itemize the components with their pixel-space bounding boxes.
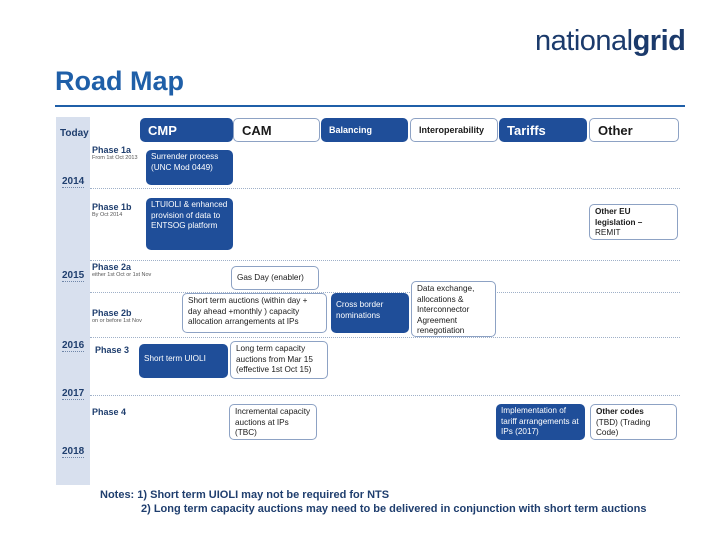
timeline-year-2017: 2017 (62, 388, 85, 400)
footnotes: Notes: 1) Short term UIOLI may not be re… (100, 488, 646, 516)
other-eu-legislation-remit: REMIT (595, 228, 621, 237)
data-exchange-box: Data exchange, allocations & Interconnec… (411, 281, 496, 337)
other-codes-box: Other codes(TBD) (Trading Code) (590, 404, 677, 440)
phase-3: Phase 3 (95, 345, 129, 355)
logo-text-national: national (535, 25, 633, 57)
long-term-auctions-box: Long term capacity auctions from Mar 15 … (230, 341, 328, 379)
other-eu-legislation-box: Other EU legislation –REMIT (589, 204, 678, 240)
phase-date: From 1st Oct 2013 (92, 155, 138, 161)
row-separator (90, 260, 680, 261)
phase-1a: Phase 1a From 1st Oct 2013 (92, 145, 138, 161)
national-grid-logo: nationalgrid (535, 25, 686, 58)
column-header-interoperability: Interoperability (410, 118, 498, 142)
other-eu-legislation-title: Other EU legislation – (595, 207, 643, 227)
cross-border-nominations-box: Cross border nominations (331, 293, 409, 333)
row-separator (90, 188, 680, 189)
ltuioli-box: LTUIOLI & enhanced provision of data to … (146, 198, 233, 250)
phase-label: Phase 4 (92, 407, 127, 417)
phase-label: Phase 2b (92, 308, 132, 318)
timeline-bar (56, 117, 90, 485)
column-header-cam: CAM (233, 118, 320, 142)
column-header-balancing: Balancing (321, 118, 408, 142)
phase-1b: Phase 1b By Oct 2014 (92, 202, 132, 218)
row-separator (90, 292, 680, 293)
phase-4: Phase 4 (92, 407, 126, 417)
note-1: Notes: 1) Short term UIOLI may not be re… (100, 489, 390, 501)
title-divider (55, 105, 685, 107)
timeline-year-2016: 2016 (62, 340, 85, 352)
short-term-auctions-box: Short term auctions (within day + day ah… (182, 293, 327, 333)
phase-date: By Oct 2014 (92, 212, 123, 218)
phase-label: Phase 3 (95, 345, 130, 355)
timeline-year-2018: 2018 (62, 446, 85, 458)
incremental-capacity-box: Incremental capacity auctions at IPs (TB… (229, 404, 317, 440)
timeline-year-2015: 2015 (62, 270, 85, 282)
short-term-uioli-box: Short term UIOLI (139, 344, 228, 378)
other-codes-title: Other codes (596, 407, 644, 416)
page-title: Road Map (55, 66, 185, 96)
phase-date: on or before 1st Nov (92, 318, 142, 324)
timeline-today: Today (60, 128, 89, 139)
column-header-cmp: CMP (140, 118, 233, 142)
row-separator (90, 337, 680, 338)
phase-2b: Phase 2b on or before 1st Nov (92, 308, 142, 324)
tariff-implementation-box: Implementation of tariff arrangements at… (496, 404, 585, 440)
other-codes-detail: (TBD) (Trading Code) (596, 417, 651, 438)
logo-text-grid: grid (632, 25, 686, 57)
column-header-tariffs: Tariffs (499, 118, 587, 142)
column-header-other: Other (589, 118, 679, 142)
phase-label: Phase 1a (92, 145, 132, 155)
note-2: 2) Long term capacity auctions may need … (141, 503, 647, 515)
phase-2a: Phase 2a either 1st Oct or 1st Nov (92, 262, 151, 278)
row-separator (90, 395, 680, 396)
phase-date: either 1st Oct or 1st Nov (92, 272, 152, 278)
phase-label: Phase 2a (92, 262, 132, 272)
phase-label: Phase 1b (92, 202, 132, 212)
gas-day-box: Gas Day (enabler) (231, 266, 319, 290)
surrender-process-box: Surrender process (UNC Mod 0449) (146, 150, 233, 185)
timeline-year-2014: 2014 (62, 176, 85, 188)
